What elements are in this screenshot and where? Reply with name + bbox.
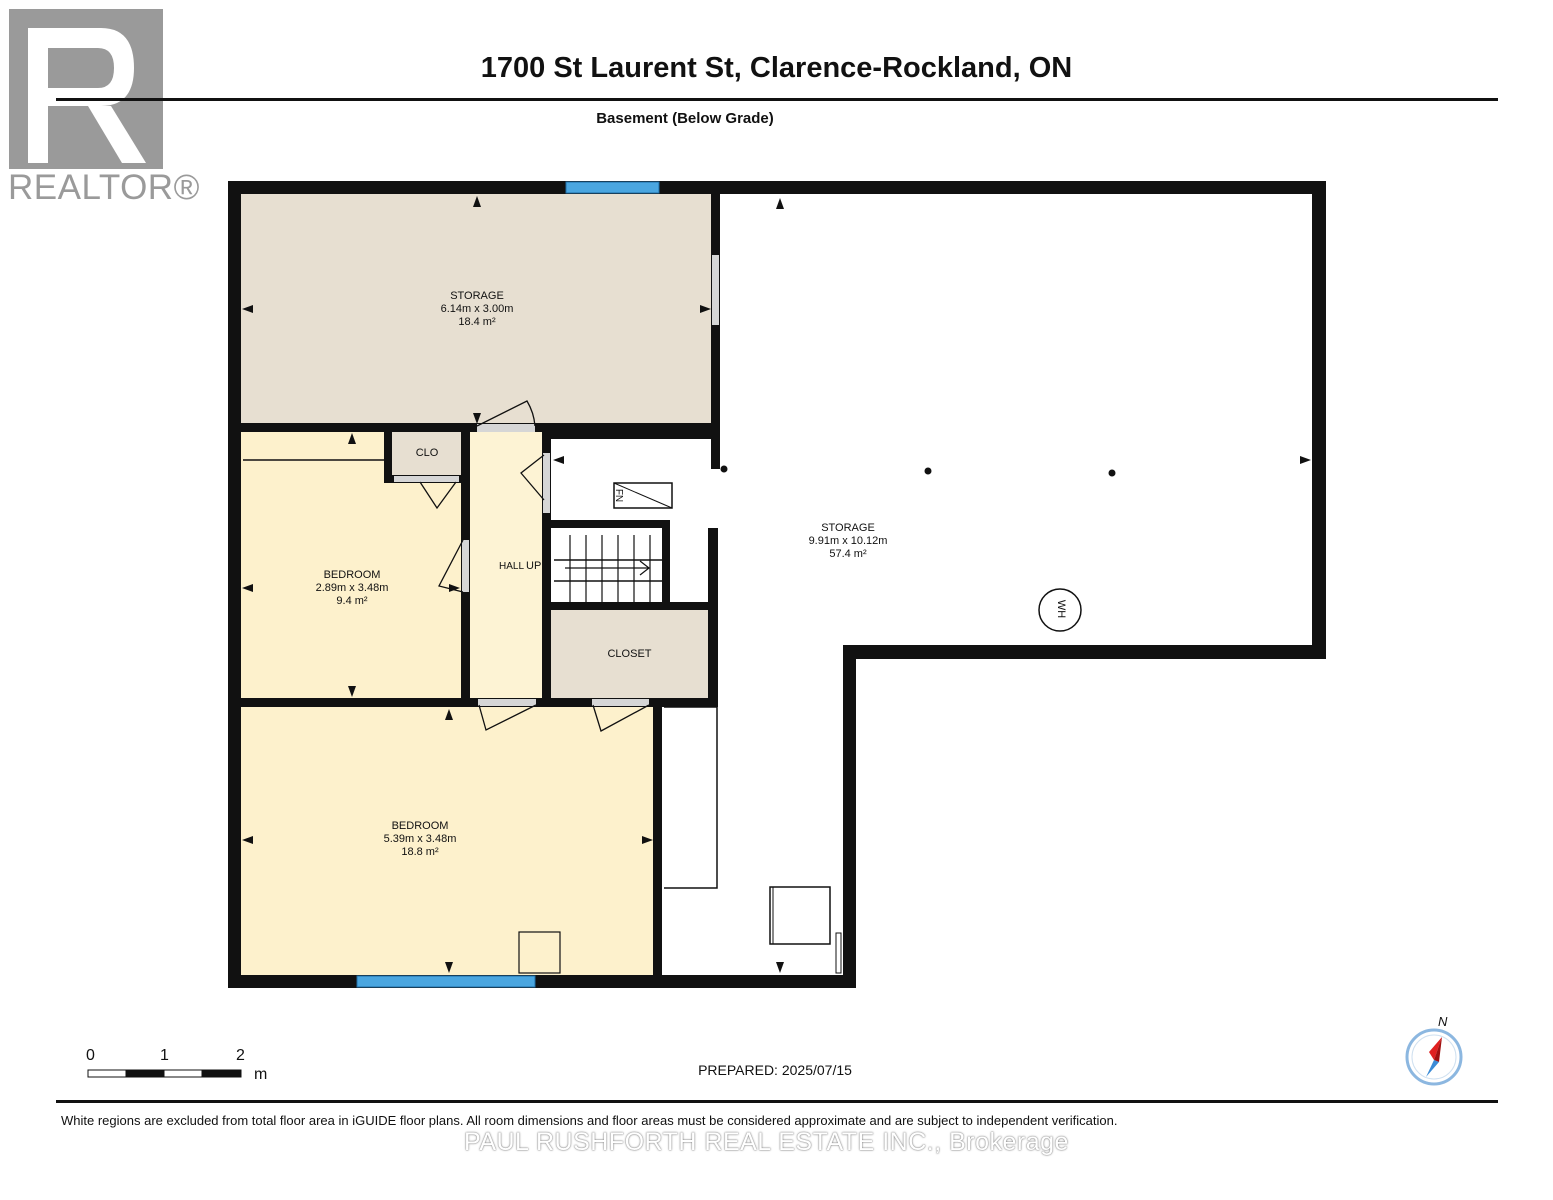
page-title: 1700 St Laurent St, Clarence-Rockland, O…	[480, 52, 1073, 84]
window-bottom	[356, 975, 536, 988]
realtor-wordmark: REALTOR®	[8, 168, 200, 207]
floor-subtitle: Basement (Below Grade)	[596, 110, 774, 127]
prepared-date: PREPARED: 2025/07/15	[698, 1062, 852, 1078]
scale-tick-1: 1	[160, 1047, 169, 1064]
north-label: N	[1438, 1014, 1448, 1029]
scale-tick-0: 0	[86, 1047, 95, 1064]
scale-unit: m	[254, 1066, 268, 1083]
closet-fill	[551, 610, 708, 700]
wh-label: WH	[1055, 599, 1068, 619]
header-rule	[56, 98, 1498, 101]
post-dot	[1108, 469, 1116, 477]
wh-circle	[1038, 588, 1082, 632]
bedroom-fixture	[518, 931, 561, 974]
post-dot	[720, 465, 728, 473]
hall-label: HALL	[499, 561, 525, 572]
clo-fill	[391, 431, 463, 476]
post-dot	[924, 467, 932, 475]
bedroom-large-fill	[240, 707, 656, 975]
stairs-up-label: UP	[526, 560, 542, 572]
fixture-box	[769, 886, 831, 945]
closet-label: CLOSET	[607, 648, 652, 660]
disclaimer-text: White regions are excluded from total fl…	[61, 1113, 1118, 1128]
realtor-logo	[9, 9, 163, 169]
fn-label: FN	[613, 488, 625, 503]
scale-bar	[87, 1069, 242, 1078]
brokerage-watermark: PAUL RUSHFORTH REAL ESTATE INC., Brokera…	[464, 1128, 1069, 1156]
storage-room-fill	[240, 193, 714, 426]
clo-label: CLO	[415, 447, 439, 459]
scale-tick-2: 2	[236, 1047, 245, 1064]
window-top	[565, 181, 660, 194]
hall-fill	[470, 431, 544, 701]
compass-icon	[1405, 1028, 1463, 1086]
